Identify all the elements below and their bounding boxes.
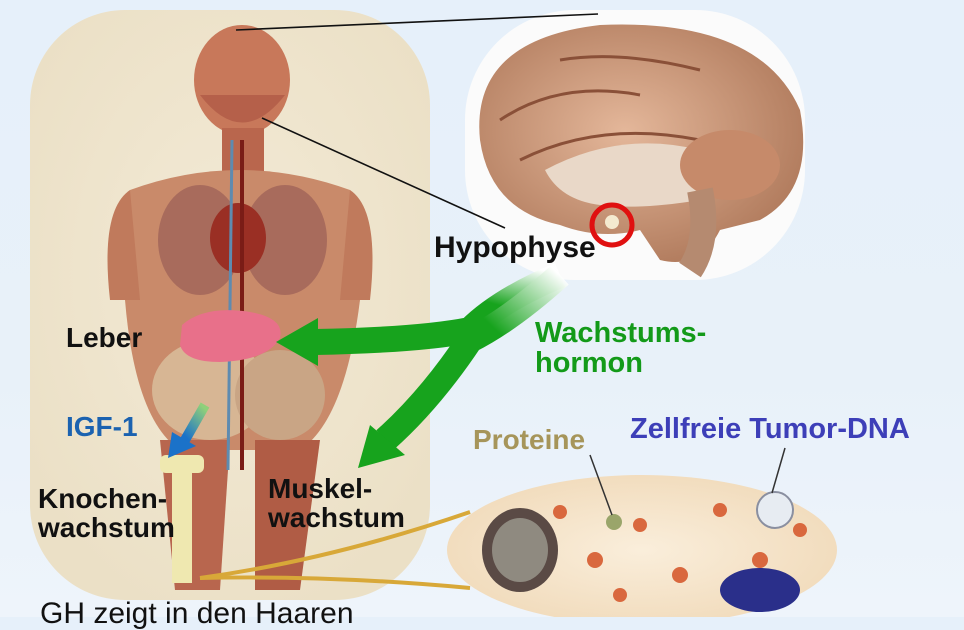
label-muskelwachstum: Muskel- wachstum [268, 474, 405, 533]
label-proteine: Proteine [473, 425, 585, 454]
label-hypophyse: Hypophyse [434, 232, 596, 264]
label-zellfreie-tumor-dna: Zellfreie Tumor-DNA [630, 414, 910, 444]
label-muskel-line2: wachstum [268, 503, 405, 532]
label-knochenwachstum: Knochen- wachstum [38, 484, 175, 543]
label-muskel-line1: Muskel- [268, 474, 405, 503]
label-igf-1: IGF-1 [66, 412, 138, 441]
label-wachstumshormon: Wachstums- hormon [535, 318, 706, 379]
label-knochen-line2: wachstum [38, 513, 175, 542]
label-knochen-line1: Knochen- [38, 484, 175, 513]
label-wachstums-line2: hormon [535, 348, 706, 378]
label-wachstums-line1: Wachstums- [535, 318, 706, 348]
label-bottom-partial: GH zeigt in den Haaren [40, 598, 354, 630]
label-leber: Leber [66, 323, 142, 352]
ctdna-leader [772, 448, 785, 493]
blood-vessel-illustration [447, 475, 837, 617]
